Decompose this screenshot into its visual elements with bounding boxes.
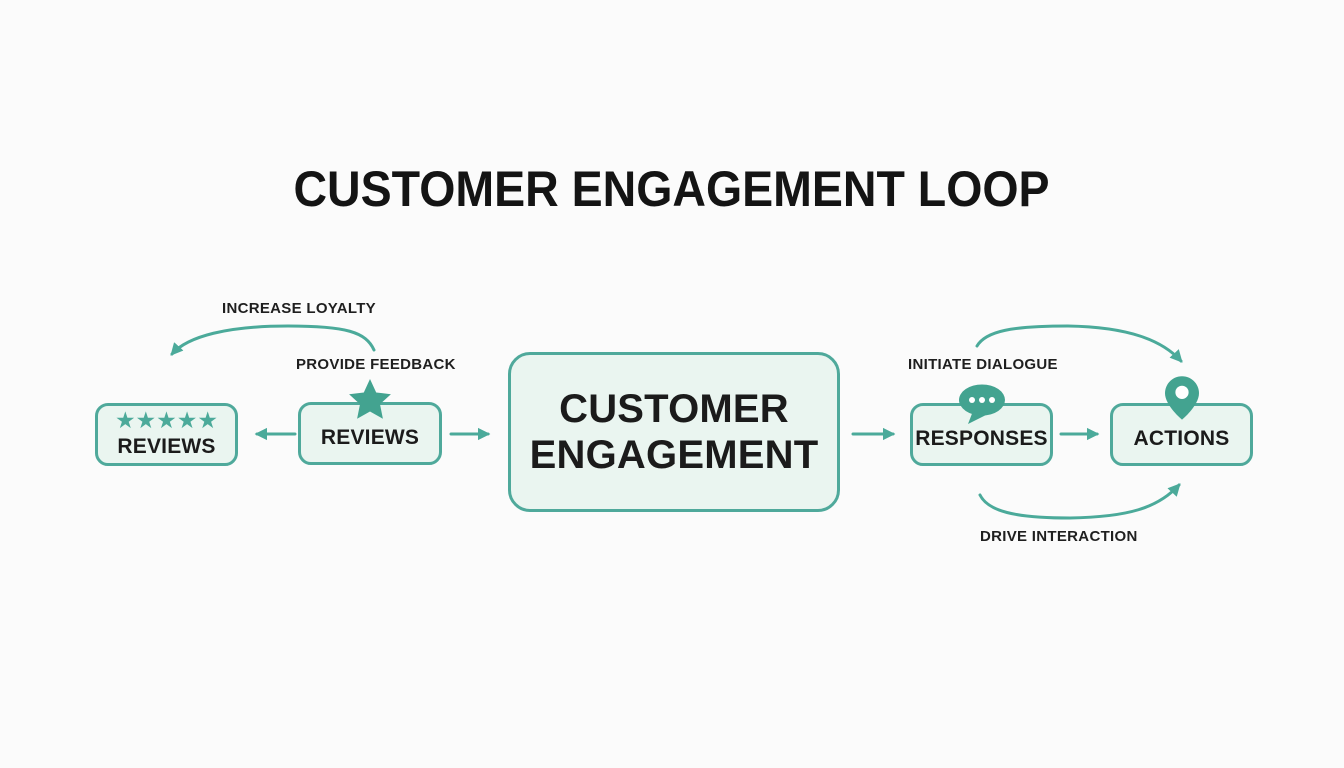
node-reviews-rating-label: REVIEWS — [117, 435, 216, 459]
chat-bubble-icon — [958, 384, 1006, 431]
arrow-drive-interaction-curve — [978, 483, 1181, 520]
node-responses: RESPONSES — [910, 384, 1053, 466]
edge-label-provide-feedback: PROVIDE FEEDBACK — [296, 356, 456, 373]
map-pin-icon — [1164, 376, 1199, 425]
edge-label-increase-loyalty: INCREASE LOYALTY — [222, 300, 376, 317]
node-actions: ACTIONS — [1110, 376, 1253, 466]
node-responses-label: RESPONSES — [915, 426, 1048, 450]
page-title: CUSTOMER ENGAGEMENT LOOP — [293, 161, 1051, 217]
five-star-rating-icon: ★★★★★ — [114, 408, 219, 435]
node-reviews-star: REVIEWS — [298, 379, 442, 465]
edge-label-initiate-dialogue: INITIATE DIALOGUE — [908, 356, 1058, 373]
arrow-increase-loyalty-curve — [170, 324, 376, 356]
edge-label-drive-interaction: DRIVE INTERACTION — [980, 528, 1138, 545]
star-icon — [348, 379, 392, 425]
node-reviews-rating: ★★★★★ REVIEWS — [95, 403, 238, 466]
node-reviews-star-label: REVIEWS — [320, 425, 420, 449]
node-customer-engagement-label: CUSTOMER ENGAGEMENT — [529, 387, 819, 477]
node-customer-engagement: CUSTOMER ENGAGEMENT — [508, 352, 840, 512]
node-actions-label: ACTIONS — [1133, 426, 1230, 450]
